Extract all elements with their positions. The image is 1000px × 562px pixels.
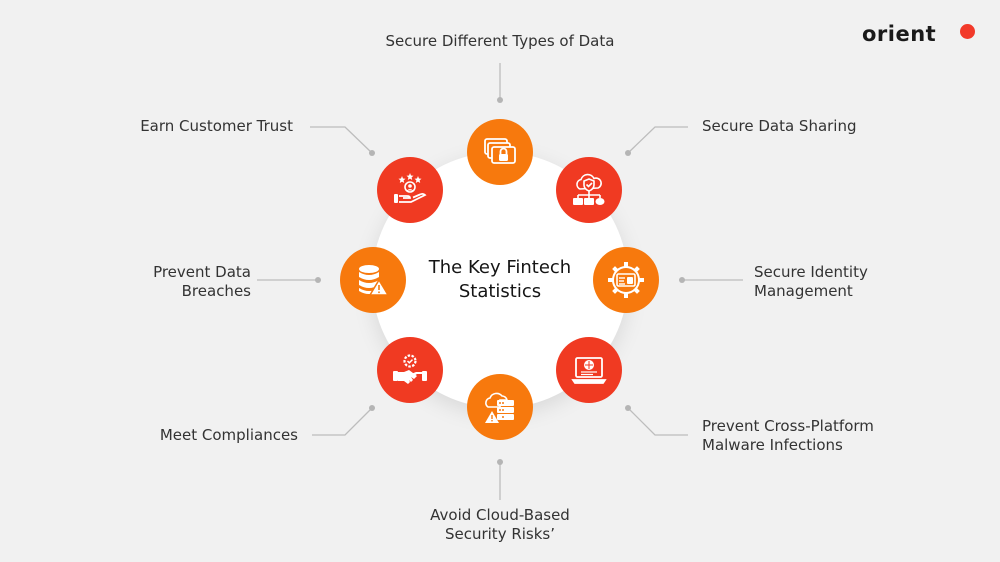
label-avoid-cloud-risks: Avoid Cloud-Based Security Risks’ xyxy=(430,506,570,543)
hand-user-stars-icon xyxy=(394,173,427,203)
label-prevent-malware: Prevent Cross-Platform Malware Infection… xyxy=(702,417,874,454)
label-prevent-breaches: Prevent Data Breaches xyxy=(153,263,251,300)
label-secure-identity: Secure Identity Management xyxy=(754,263,868,300)
center-title-line2: Statistics xyxy=(458,281,542,302)
node-meet-compliances xyxy=(377,337,443,403)
cloud-shield-network-icon xyxy=(573,173,605,205)
id-card-gear-icon xyxy=(608,262,644,298)
logo-dot-icon xyxy=(960,24,975,39)
node-avoid-cloud-risks xyxy=(467,374,533,440)
label-earn-trust: Earn Customer Trust xyxy=(140,117,293,135)
label-secure-data-sharing: Secure Data Sharing xyxy=(702,117,857,135)
node-prevent-malware xyxy=(556,337,622,403)
node-prevent-breaches xyxy=(340,247,406,313)
label-meet-compliances: Meet Compliances xyxy=(159,426,298,444)
node-secure-data-types xyxy=(467,119,533,185)
orient-logo: orient xyxy=(862,22,937,46)
center-title: The Key Fintech Statistics xyxy=(400,256,600,304)
cloud-server-warning-icon xyxy=(485,392,514,423)
node-earn-trust xyxy=(377,157,443,223)
label-secure-data-types: Secure Different Types of Data xyxy=(385,32,615,50)
database-warning-icon xyxy=(359,265,390,296)
node-secure-identity xyxy=(593,247,659,313)
node-secure-data-sharing xyxy=(556,157,622,223)
handshake-gear-icon xyxy=(393,354,427,384)
locked-cards-icon xyxy=(484,138,516,164)
center-title-line1: The Key Fintech xyxy=(428,257,572,278)
laptop-bug-icon xyxy=(571,357,607,384)
